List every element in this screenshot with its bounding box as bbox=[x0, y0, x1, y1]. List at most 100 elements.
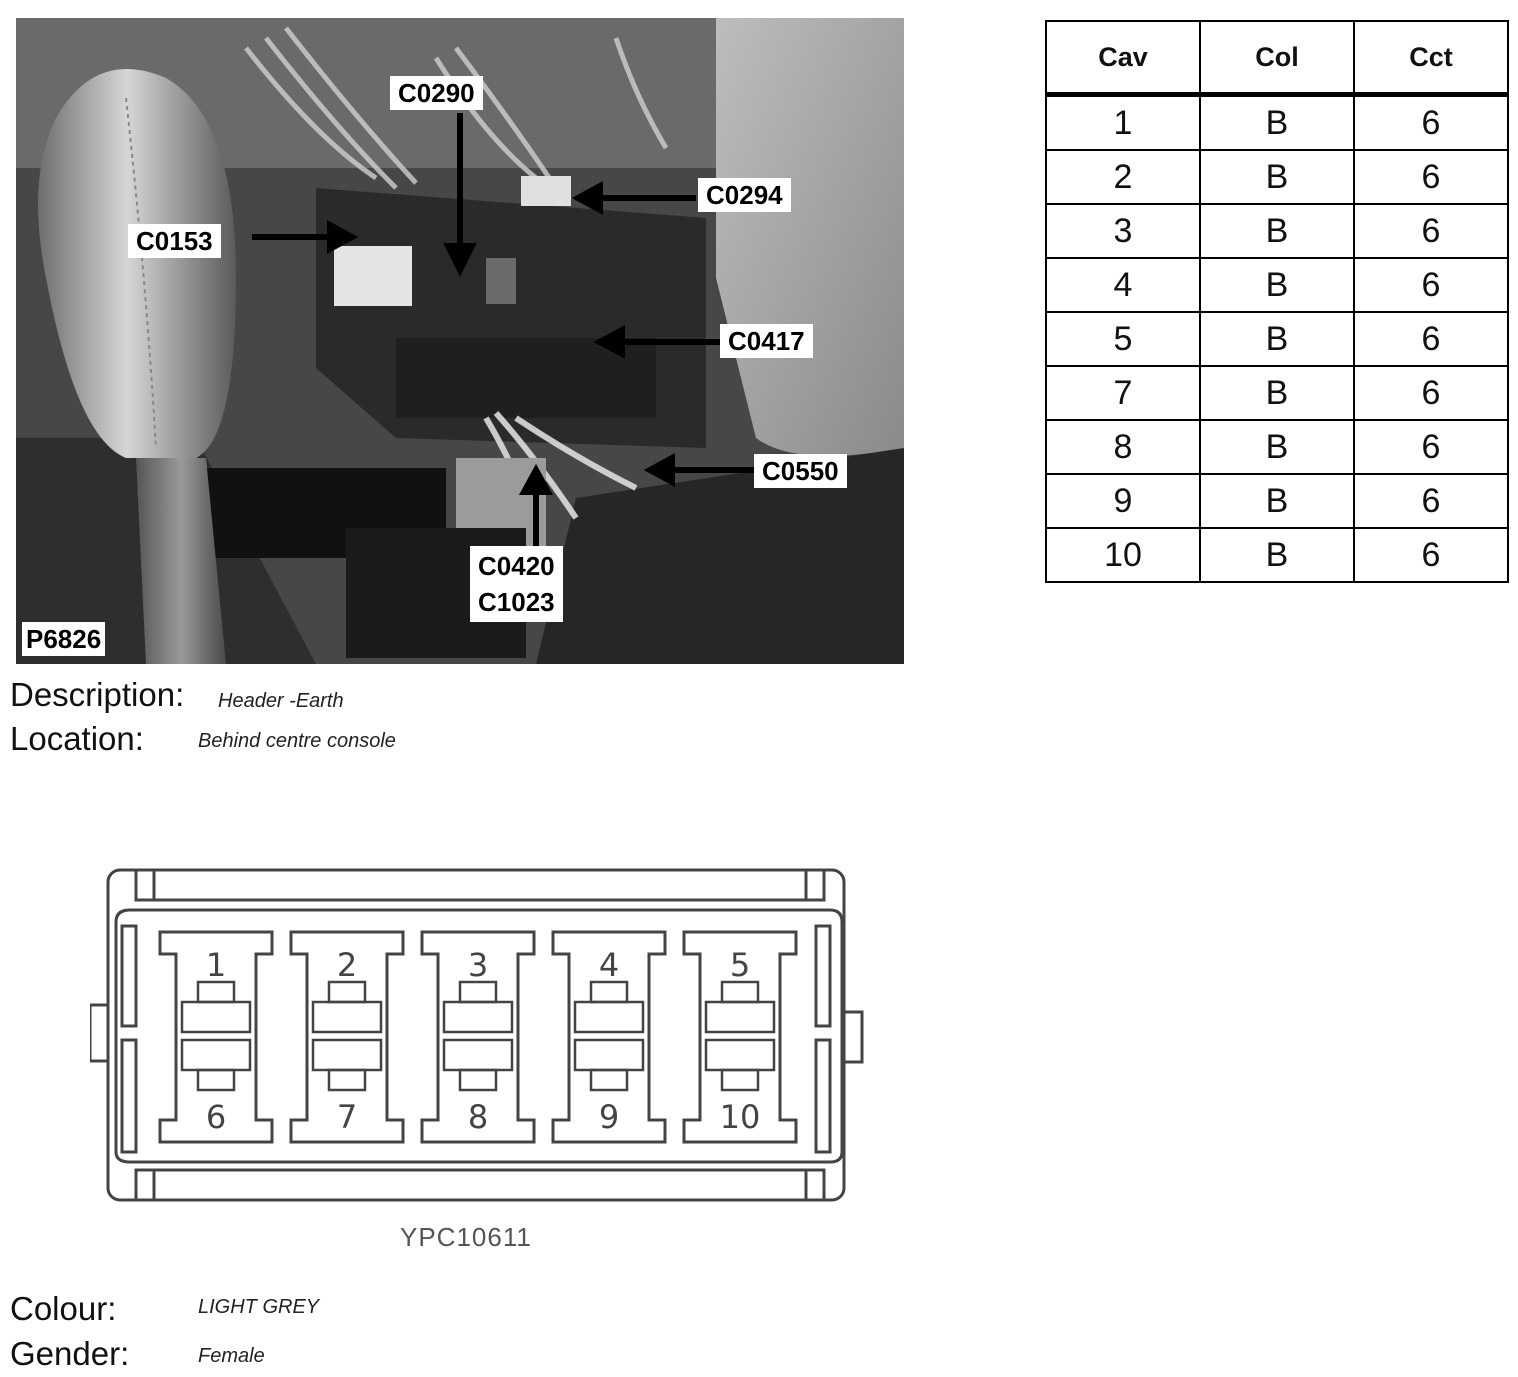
gender-label: Gender: bbox=[10, 1335, 130, 1372]
terminal-contact bbox=[704, 1000, 776, 1034]
callout-label: C1023 bbox=[478, 587, 555, 617]
callout-label: C0153 bbox=[136, 226, 213, 256]
cavity-outline bbox=[551, 930, 667, 1144]
location-value: Behind centre console bbox=[198, 730, 396, 752]
col-cell: B bbox=[1199, 203, 1355, 259]
terminal-contact bbox=[458, 1068, 498, 1092]
callout-label: C0550 bbox=[762, 456, 839, 486]
cav-cell: 1 bbox=[1045, 93, 1201, 151]
terminal-contact bbox=[442, 1038, 514, 1072]
colour-label: Colour: bbox=[10, 1290, 117, 1327]
terminal-contact bbox=[196, 1068, 236, 1092]
terminal-contact bbox=[327, 1068, 367, 1092]
cct-cell: 6 bbox=[1353, 257, 1509, 313]
cct-cell: 6 bbox=[1353, 203, 1509, 259]
pin-number: 6 bbox=[206, 1098, 226, 1136]
col-cell: B bbox=[1199, 149, 1355, 205]
cav-cell: 7 bbox=[1045, 365, 1201, 421]
cav-cell: 2 bbox=[1045, 149, 1201, 205]
terminal-contact bbox=[573, 1038, 645, 1072]
callout-label: C0290 bbox=[398, 78, 475, 108]
terminal-contact bbox=[196, 980, 236, 1004]
cct-cell: 6 bbox=[1353, 311, 1509, 367]
photo-image bbox=[16, 18, 904, 664]
col-cell: B bbox=[1199, 93, 1355, 151]
location-label: Location: bbox=[10, 720, 144, 757]
terminal-contact bbox=[589, 1068, 629, 1092]
pin-number: 10 bbox=[720, 1098, 761, 1136]
callout-c0417: C0417 bbox=[720, 324, 813, 358]
pin-number: 5 bbox=[730, 946, 750, 984]
col-cell: B bbox=[1199, 527, 1355, 583]
cct-cell: 6 bbox=[1353, 149, 1509, 205]
cct-cell: 6 bbox=[1353, 527, 1509, 583]
col-cell: B bbox=[1199, 257, 1355, 313]
cct-cell: 6 bbox=[1353, 93, 1509, 151]
column-header-col: Col bbox=[1199, 20, 1355, 97]
terminal-contact bbox=[311, 1038, 383, 1072]
table-header-row: Cav Col Cct bbox=[1045, 20, 1509, 97]
col-cell: B bbox=[1199, 473, 1355, 529]
pin-number: 1 bbox=[206, 946, 226, 984]
description-value: Header -Earth bbox=[218, 690, 344, 712]
pin-number: 8 bbox=[468, 1098, 488, 1136]
cav-cell: 4 bbox=[1045, 257, 1201, 313]
gender-value: Female bbox=[198, 1345, 265, 1367]
cav-cell: 9 bbox=[1045, 473, 1201, 529]
terminal-contact bbox=[573, 1000, 645, 1034]
column-header-cav: Cav bbox=[1045, 20, 1201, 97]
cav-cell: 10 bbox=[1045, 527, 1201, 583]
column-header-cct: Cct bbox=[1353, 20, 1509, 97]
cavity-outline bbox=[420, 930, 536, 1144]
pin-number: 7 bbox=[337, 1098, 357, 1136]
connector-part-number: YPC10611 bbox=[400, 1222, 532, 1252]
cav-cell: 8 bbox=[1045, 419, 1201, 475]
photo-id-label: P6826 bbox=[22, 622, 106, 656]
pin-number: 3 bbox=[468, 946, 488, 984]
terminal-contact bbox=[311, 1000, 383, 1034]
terminal-contact bbox=[704, 1038, 776, 1072]
col-cell: B bbox=[1199, 311, 1355, 367]
terminal-contact bbox=[720, 1068, 760, 1092]
col-cell: B bbox=[1199, 365, 1355, 421]
terminal-contact bbox=[327, 980, 367, 1004]
cav-cell: 3 bbox=[1045, 203, 1201, 259]
terminal-contact bbox=[442, 1000, 514, 1034]
cct-cell: 6 bbox=[1353, 473, 1509, 529]
pin-number: 4 bbox=[599, 946, 619, 984]
cavity: 5 10 bbox=[682, 930, 798, 1144]
cavity: 27 bbox=[289, 930, 405, 1144]
callout-label: C0417 bbox=[728, 326, 805, 356]
connector-housing bbox=[90, 868, 864, 1202]
cavity: 16 bbox=[158, 930, 274, 1144]
terminal-contact bbox=[720, 980, 760, 1004]
terminal-contact bbox=[458, 980, 498, 1004]
cavity-outline bbox=[158, 930, 274, 1144]
pin-number: 9 bbox=[599, 1098, 619, 1136]
cav-cell: 5 bbox=[1045, 311, 1201, 367]
callout-c0550: C0550 bbox=[754, 454, 847, 488]
callout-label: C0420 bbox=[478, 551, 555, 581]
callout-c0294: C0294 bbox=[698, 178, 791, 212]
cavity-outline bbox=[289, 930, 405, 1144]
description-label: Description: bbox=[10, 676, 185, 713]
cct-cell: 6 bbox=[1353, 365, 1509, 421]
cct-cell: 6 bbox=[1353, 419, 1509, 475]
terminal-contact bbox=[180, 1000, 252, 1034]
callout-c0153: C0153 bbox=[128, 224, 221, 258]
colour-value: LIGHT GREY bbox=[198, 1296, 320, 1318]
terminal-contact bbox=[589, 980, 629, 1004]
connector-location-photo: C0290 C0294 C0153 C0417 C0550 C0420 C102… bbox=[16, 18, 904, 664]
